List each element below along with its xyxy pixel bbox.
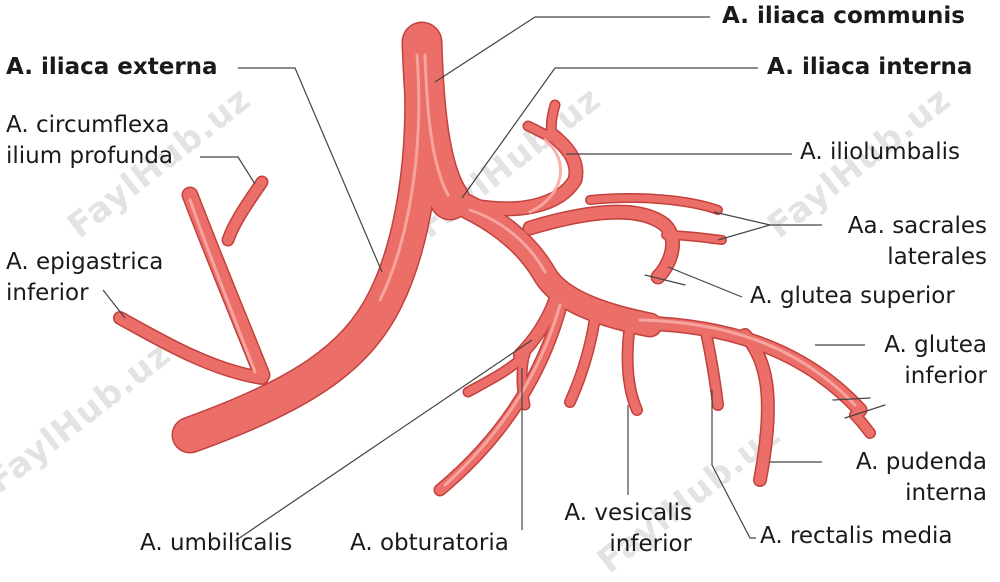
vessel-pudenda-interna: [739, 329, 774, 486]
leader-lines: [102, 16, 865, 542]
label-obturatoria: A. obturatoria: [350, 530, 509, 556]
artery-highlight-3: [468, 208, 547, 274]
label-iliaca-externa: A. iliaca externa: [6, 54, 218, 80]
label-rectalis-media: A. rectalis media: [760, 523, 953, 549]
vessel-glutea-inferior-stub: [850, 410, 875, 438]
vessel-epigastrica: [183, 188, 269, 382]
artery-vessels: [113, 21, 876, 497]
leader-umbilicalis: [234, 339, 533, 542]
leader-epigastrica: [102, 289, 126, 319]
vessel-iliolumbalis-trunk: [464, 129, 582, 215]
vessel-umbilicalis-branch: [464, 351, 529, 396]
label-umbilicalis: A. umbilicalis: [140, 530, 293, 556]
label-iliolumbalis: A. iliolumbalis: [800, 139, 961, 165]
cut-mark-glutea-inferior-2: [844, 404, 886, 419]
leader-iliaca-communis: [434, 16, 710, 83]
leader-iliaca-interna: [461, 67, 758, 199]
iliac-artery-diagram: [102, 16, 886, 542]
leader-circumflexa: [200, 156, 256, 185]
artery-highlight-1: [378, 53, 421, 302]
artery-highlight-4: [638, 318, 857, 407]
vessel-sacralis-2: [662, 231, 726, 244]
label-iliaca-communis: A. iliaca communis: [722, 3, 965, 29]
artery-highlight-6: [528, 138, 562, 214]
vessel-epigastrica-inferior: [114, 312, 268, 384]
leader-sacrales-1: [713, 211, 822, 226]
cut-mark-glutea-superior: [644, 274, 686, 286]
vessel-iliolumbalis-left: [524, 122, 557, 142]
artery-highlight-5: [188, 198, 257, 374]
leader-rectalis: [711, 390, 756, 539]
vessel-sacralis-1: [586, 194, 722, 214]
cut-marks: [644, 274, 886, 419]
label-iliaca-interna: A. iliaca interna: [767, 54, 973, 80]
vessel-rectalis-media: [700, 323, 723, 410]
artery-highlight-2: [423, 53, 450, 197]
artery-highlights: [188, 53, 857, 487]
vessel-vesicalis-inferior: [623, 320, 642, 415]
vessel-circumflexa: [223, 177, 267, 245]
vessel-vesicalis: [565, 313, 600, 407]
artery-highlight-7: [443, 303, 562, 487]
cut-mark-glutea-inferior-1: [832, 397, 871, 401]
vessel-iliolumbalis-top: [547, 101, 559, 139]
leader-glutea-superior: [667, 266, 743, 298]
vessel-glutea-superior: [524, 206, 679, 283]
label-glutea-superior: A. glutea superior: [750, 283, 955, 309]
diagram-stage: FaylHub.uz FaylHub.uz FaylHub.uz FaylHub…: [0, 3, 987, 582]
leader-sacrales-2: [717, 224, 771, 241]
leader-iliaca-externa: [238, 67, 383, 273]
